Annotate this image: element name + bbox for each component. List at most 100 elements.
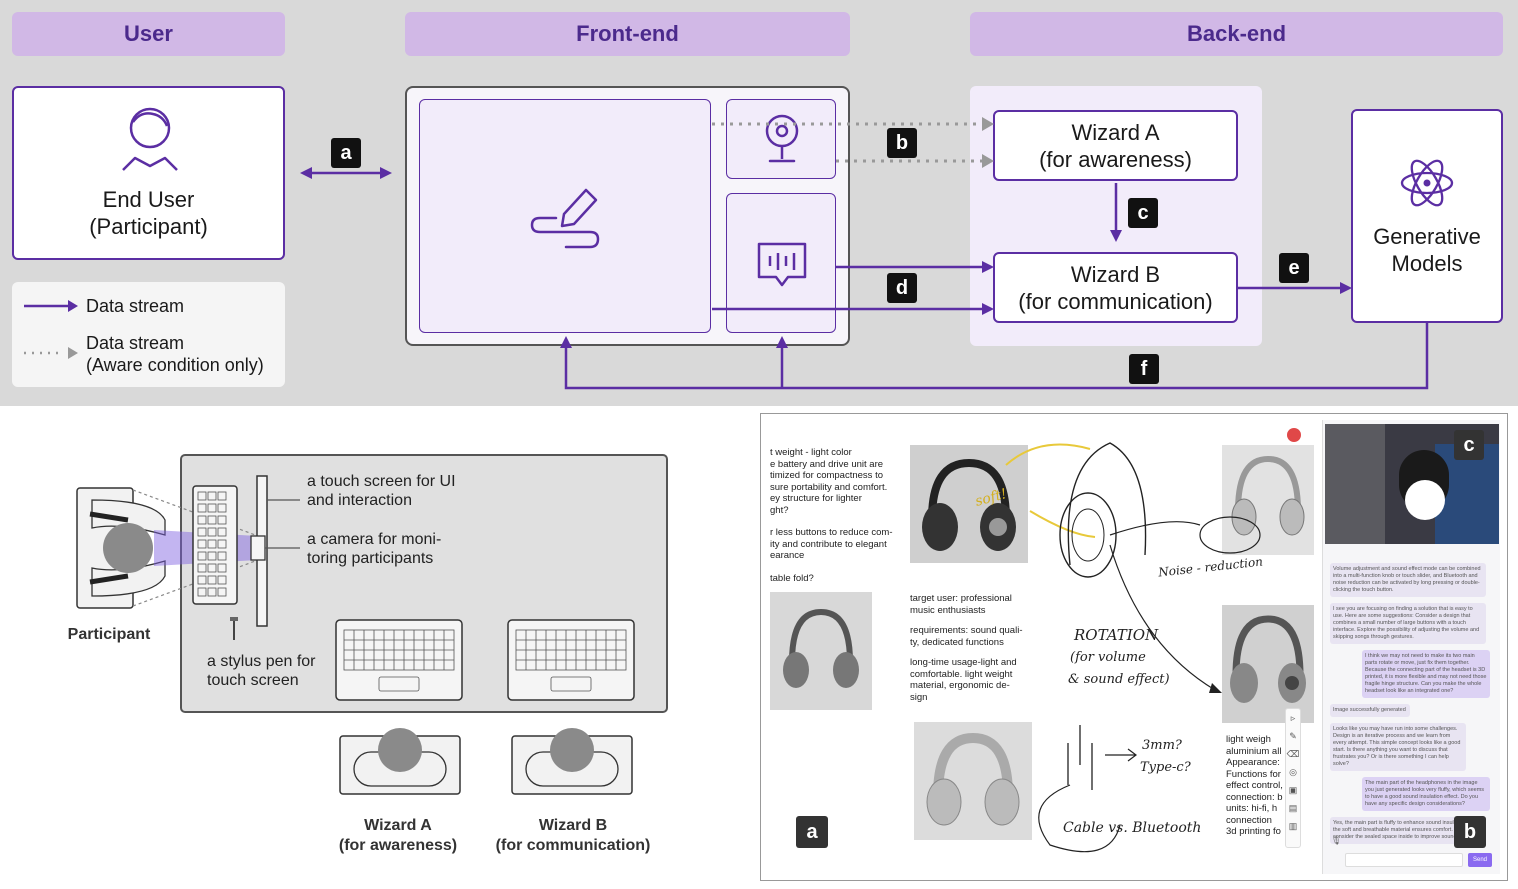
note-line: light weigh (1226, 734, 1271, 745)
notes-text-top: t weight - light color e battery and dri… (770, 447, 898, 584)
chat-message: Looks like you may have run into some ch… (1330, 723, 1466, 771)
camera-panel (726, 99, 836, 179)
touch-screen-label-2: and interaction (307, 492, 412, 509)
note-line: r less buttons to reduce com- (770, 527, 893, 538)
microphone-icon[interactable]: 🎙 (1331, 836, 1342, 845)
setup-wizard-a-l1: Wizard A (364, 817, 432, 834)
generative-models-box: Generative Models (1351, 109, 1503, 323)
note-line: table fold? (770, 572, 814, 584)
toolbar-tools[interactable]: ▹✎⌫◎▣▤▥ (1286, 713, 1300, 831)
sketch-cable-note: Cable vs. Bluetooth (1063, 820, 1202, 836)
hand-sketches (1005, 442, 1261, 853)
drawing-toolbar: ▹✎⌫◎▣▤▥ (1285, 708, 1301, 848)
generated-image-5 (1222, 605, 1314, 723)
legend-arrows (24, 300, 78, 359)
note-line: ey structure for lighter (770, 493, 862, 504)
header-backend: Back-end (970, 12, 1503, 56)
badge-c: c (1128, 198, 1158, 228)
participant-label: Participant (67, 626, 151, 643)
note-line: ty, dedicated functions (910, 636, 1004, 648)
stylus-label-2: touch screen (207, 672, 299, 689)
note-line: aluminium all (1226, 745, 1282, 757)
canvas-panel (419, 99, 711, 333)
wizard-a-line2: (for awareness) (1039, 146, 1192, 172)
webcam-icon (765, 114, 799, 163)
user-icon (122, 107, 178, 171)
laptop-a-keys (343, 629, 455, 692)
note-line: comfortable. light weight (910, 668, 1013, 680)
laptop-b-keys (515, 629, 627, 692)
wizard-b-line1: Wizard B (1070, 261, 1161, 287)
chat-input[interactable] (1345, 853, 1463, 867)
note-line: ity and contribute to elegant (770, 538, 887, 550)
note-line: sure portability and comfort. (770, 481, 888, 493)
wizard-a-box: Wizard A (for awareness) (993, 110, 1238, 181)
sketch-rotation-note-2: (for volume (1070, 650, 1146, 665)
note-line: Appearance: (1226, 757, 1280, 768)
sketch-pen-icon (530, 188, 600, 249)
note-line: ght? (770, 504, 789, 516)
sketch-3mm-note: 3mm? (1142, 738, 1182, 753)
chat-log: Volume adjustment and sound effect mode … (1330, 563, 1492, 844)
end-user-line2: (Participant) (89, 214, 208, 239)
setup-wizard-b-l1: Wizard B (538, 817, 608, 834)
sketch-rotation-note-3: & sound effect) (1068, 672, 1170, 687)
note-line: connection: b (1226, 791, 1283, 803)
send-button[interactable]: Send (1468, 853, 1492, 867)
note-line: target user: professional (910, 593, 1012, 604)
generated-image-3 (914, 722, 1032, 840)
note-line: sign (910, 691, 928, 703)
badge-d: d (887, 273, 917, 303)
flow-arrows (300, 117, 1429, 390)
note-line: requirements: sound quali- (910, 625, 1023, 636)
touch-screen-label-1: a touch screen for UI (307, 473, 456, 490)
header-user: User (12, 12, 285, 56)
note-line: timized for compactness to (770, 470, 883, 481)
wizard-a-line1: Wizard A (1071, 119, 1160, 145)
camera-label-2: toring participants (307, 550, 434, 567)
gen-models-line2: Models (1391, 251, 1463, 276)
chat-message: I think we may not need to make its two … (1362, 650, 1490, 698)
chat-message: The main part of the headphones in the i… (1362, 777, 1490, 811)
note-line: t weight - light color (770, 447, 852, 458)
note-line: Functions for (1226, 768, 1281, 780)
badge-e: e (1279, 253, 1309, 283)
screenshot-badge-a: a (796, 816, 828, 848)
chat-bubble-icon (757, 242, 807, 287)
header-frontend: Front-end (405, 12, 850, 56)
setup-wizard-a-label: Wizard A (for awareness) (318, 816, 478, 856)
generated-image-2 (910, 445, 1028, 563)
screenshot-badge-c: c (1454, 430, 1484, 460)
note-line: 3d printing fo (1226, 826, 1281, 837)
legend (12, 282, 285, 387)
stylus-label-1: a stylus pen for (207, 653, 316, 670)
end-user-line1: End User (102, 187, 195, 212)
generated-image-1 (770, 592, 872, 710)
note-line: earance (770, 550, 805, 561)
notes-text-mid: target user: professional music enthusia… (910, 593, 1032, 703)
sketch-rotation-note: ROTATION (1074, 626, 1159, 644)
setup-wizard-b-l2: (for communication) (495, 837, 651, 854)
setup-wizard-b-label: Wizard B (for communication) (483, 816, 663, 856)
chat-message: Volume adjustment and sound effect mode … (1330, 563, 1486, 597)
legend-aware-line1: Data stream (86, 333, 185, 353)
note-line: music enthusiasts (910, 604, 986, 616)
record-icon[interactable] (1287, 428, 1301, 442)
badge-a: a (331, 138, 361, 168)
legend-stream: Data stream (86, 296, 185, 316)
setup-wizard-a-l2: (for awareness) (338, 837, 458, 854)
atom-icon (1400, 159, 1454, 207)
wizard-seats (339, 728, 633, 795)
screenshot-badge-b: b (1454, 816, 1486, 848)
note-line: effect control, (1226, 780, 1283, 791)
note-line: connection (1226, 814, 1272, 826)
badge-f: f (1129, 354, 1159, 384)
note-line: material, ergonomic de- (910, 680, 1010, 691)
wizard-b-line2: (for communication) (1018, 288, 1213, 314)
end-user-box: End User (Participant) (12, 86, 285, 260)
note-line: units: hi-fi, h (1226, 803, 1278, 814)
note-line: long-time usage-light and (910, 657, 1017, 668)
generated-image-4 (1222, 445, 1314, 555)
legend-aware-line2: (Aware condition only) (86, 355, 264, 375)
wizard-b-box: Wizard B (for communication) (993, 252, 1238, 323)
